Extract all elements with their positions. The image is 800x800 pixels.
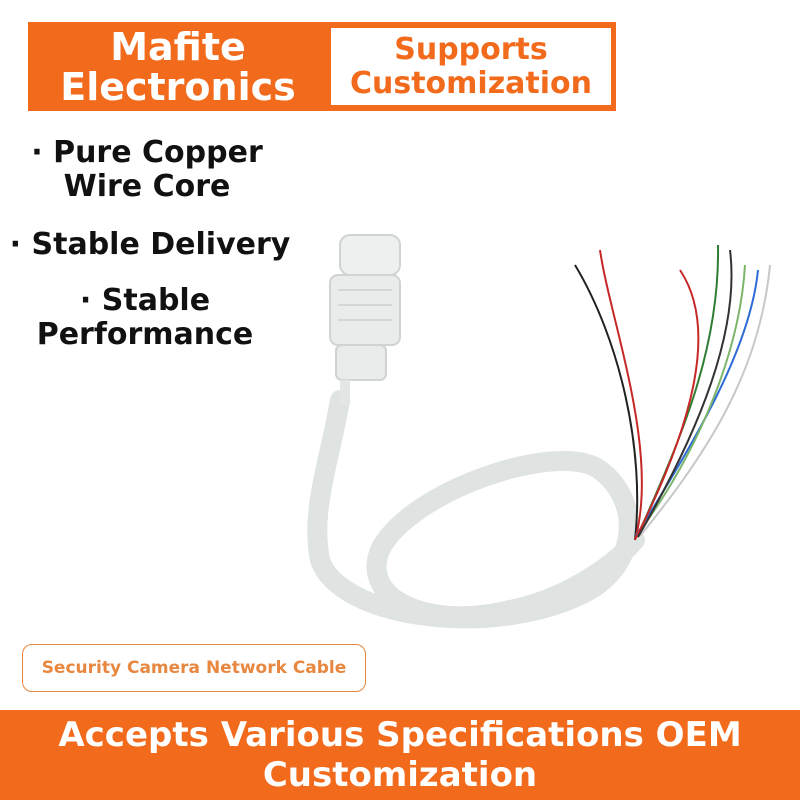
brand-line-1: Mafite [110,24,246,69]
feature-line: · Stable Delivery [9,227,291,262]
footer-banner: Accepts Various Specifications OEM Custo… [0,710,800,800]
customization-badge: Supports Customization [331,28,611,105]
feature-line: Performance [36,317,254,352]
customization-line-2: Customization [349,65,593,101]
wire-bundle [574,244,771,541]
feature-stable-performance: · Stable Performance [20,284,270,352]
feature-line: · Pure Copper [31,135,263,170]
customization-line-1: Supports [394,31,548,67]
cable-loop [307,390,639,629]
security-camera-network-cable-icon [307,234,771,629]
rj45-connector-icon [329,234,401,405]
feature-stable-delivery: · Stable Delivery [0,228,300,262]
feature-line: · Stable [79,283,211,318]
brand-line-2: Electronics [60,64,296,109]
brand-name: Mafite Electronics [28,22,328,111]
footer-line-2: Customization [262,755,538,795]
feature-line: Wire Core [63,169,231,204]
header-banner: Mafite Electronics Supports Customizatio… [28,22,616,111]
feature-pure-copper: · Pure Copper Wire Core [22,136,272,204]
footer-line-1: Accepts Various Specifications OEM [58,715,742,755]
cable-tail [500,530,645,620]
product-label: Security Camera Network Cable [22,644,366,692]
